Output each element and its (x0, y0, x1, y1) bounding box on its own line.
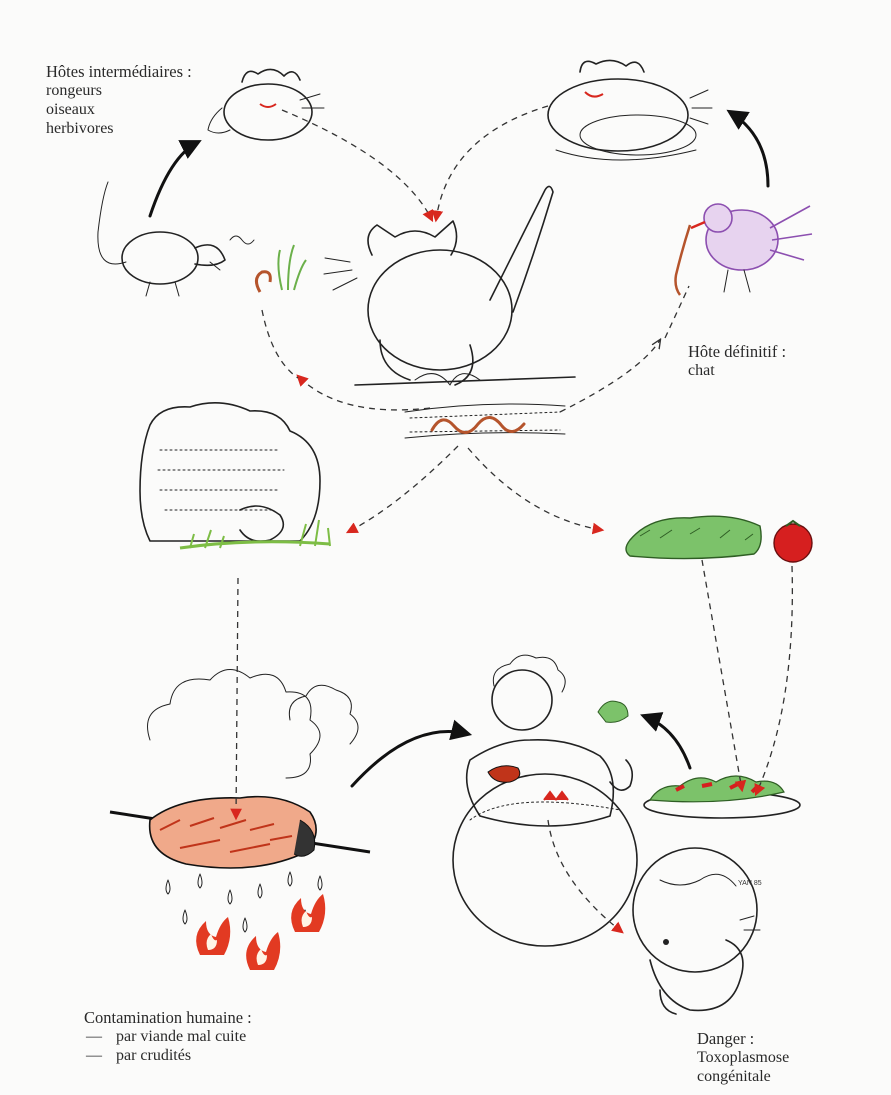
soil-strip (405, 404, 565, 438)
pregnant-woman-icon (453, 655, 637, 946)
worm-icon (432, 417, 524, 432)
caption-item: congénitale (697, 1067, 789, 1086)
caption-item: oiseaux (46, 100, 192, 119)
caption-title: Danger : (697, 1029, 789, 1048)
bird-icon (676, 204, 813, 295)
grass-tuft-icon (256, 245, 306, 292)
cat-icon (324, 186, 575, 385)
caption-item: chat (688, 361, 786, 380)
caption-title: Hôtes intermédiaires : (46, 62, 192, 81)
cat-eating-bird-icon (548, 60, 712, 160)
caption-danger: Danger : Toxoplasmose congénitale (697, 1029, 789, 1086)
caption-title: Contamination humaine : (84, 1008, 252, 1027)
caption-item: rongeurs (46, 81, 192, 100)
caption-definitive-host: Hôte définitif : chat (688, 342, 786, 380)
salad-icon (626, 516, 761, 558)
caption-list-item: —par crudités (84, 1046, 252, 1065)
caption-item: par viande mal cuite (116, 1028, 246, 1045)
caption-item: par crudités (116, 1047, 191, 1064)
caption-human-contamination: Contamination humaine : —par viande mal … (84, 1008, 252, 1065)
caption-title: Hôte définitif : (688, 342, 786, 361)
tomato-icon (774, 521, 812, 562)
salad-plate-icon (644, 776, 800, 818)
solid-arrows (150, 112, 768, 786)
caption-intermediate-hosts: Hôtes intermédiaires : rongeurs oiseaux … (46, 62, 192, 138)
sheep-icon (140, 403, 330, 548)
caption-item: Toxoplasmose (697, 1048, 789, 1067)
smoke-cloud-icon (148, 669, 359, 778)
flames-icon (196, 894, 325, 970)
cat-eating-mouse-icon (208, 69, 324, 140)
artist-signature: YAN 85 (738, 880, 762, 887)
mouse-icon (98, 182, 254, 296)
baby-icon (633, 848, 760, 1014)
caption-list-item: —par viande mal cuite (84, 1027, 252, 1046)
roasting-meat-icon (110, 797, 370, 868)
caption-item: herbivores (46, 119, 192, 138)
bullet-dash: — (86, 1027, 116, 1046)
bullet-dash: — (86, 1046, 116, 1065)
